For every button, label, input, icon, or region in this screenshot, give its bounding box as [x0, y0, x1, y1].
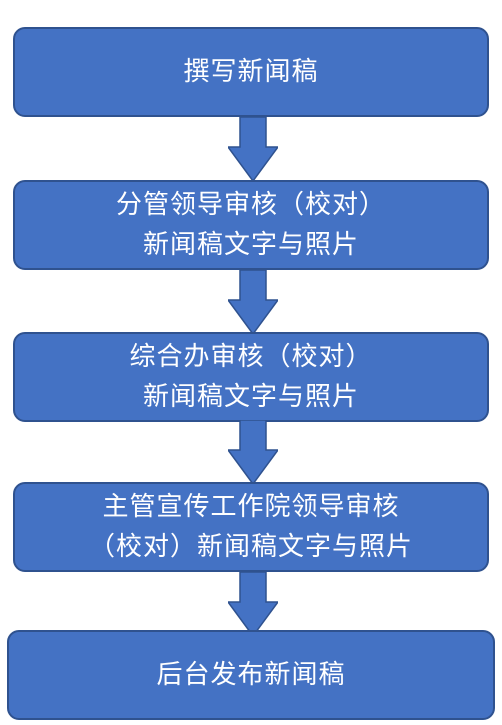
step-2-line-1: 分管领导审核（校对）	[115, 190, 386, 220]
step-general-office-review-box: 综合办审核（校对） 新闻稿文字与照片	[13, 332, 489, 422]
step-3-line-1: 综合办审核（校对）	[129, 342, 373, 372]
down-arrow-icon	[228, 420, 278, 484]
step-publicity-leader-review-box: 主管宣传工作院领导审核 （校对）新闻稿文字与照片	[13, 482, 489, 572]
step-2-line-2: 新闻稿文字与照片	[142, 230, 359, 260]
step-5-text: 后台发布新闻稿	[156, 660, 346, 690]
step-division-leader-review-box: 分管领导审核（校对） 新闻稿文字与照片	[13, 180, 489, 270]
step-3-line-2: 新闻稿文字与照片	[142, 382, 359, 412]
down-arrow-icon	[228, 117, 278, 181]
down-arrow-icon	[228, 270, 278, 334]
step-4-line-2: （校对）新闻稿文字与照片	[88, 532, 413, 562]
down-arrow-icon	[228, 572, 278, 636]
step-publish-news-box: 后台发布新闻稿	[7, 630, 495, 720]
step-1-text: 撰写新闻稿	[183, 57, 319, 87]
step-write-news-box: 撰写新闻稿	[13, 27, 489, 117]
step-4-line-1: 主管宣传工作院领导审核	[102, 492, 400, 522]
